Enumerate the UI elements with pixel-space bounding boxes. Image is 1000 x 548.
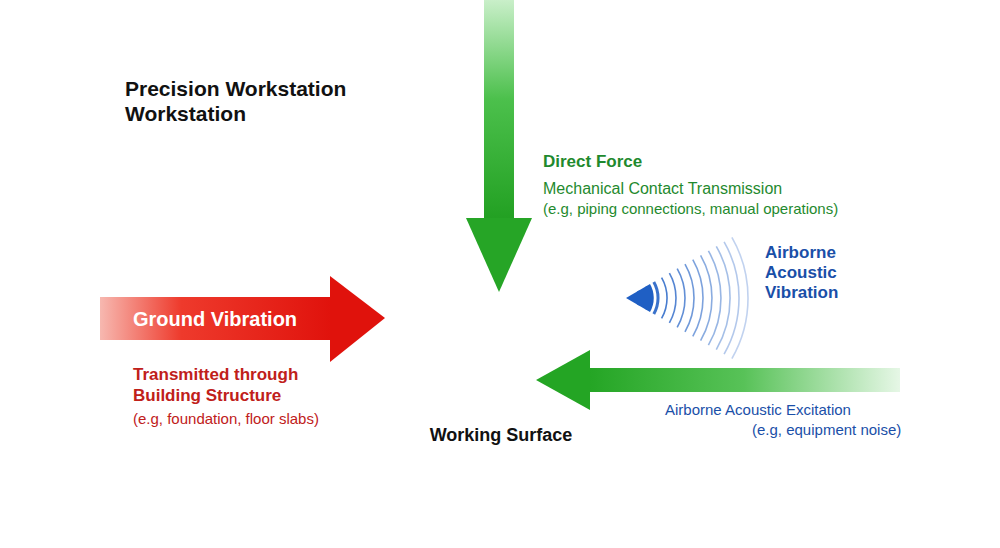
wave-arc bbox=[708, 251, 721, 345]
working-surface-block: Working Surface bbox=[368, 222, 634, 450]
sound-waves bbox=[626, 237, 748, 358]
wave-arc bbox=[685, 264, 694, 332]
acoustic-vibration-label: Airborne Acoustic Vibration bbox=[765, 243, 870, 303]
ground-example: (e.g, foundation, floor slabs) bbox=[133, 410, 319, 428]
wave-arc bbox=[732, 237, 748, 358]
diagram-title: Precision Workstation Workstation bbox=[125, 76, 387, 126]
force-subtitle: Mechanical Contact Transmission bbox=[543, 179, 782, 198]
acoustic-example: (e.g, equipment noise) bbox=[752, 421, 901, 439]
wave-arc bbox=[669, 273, 676, 323]
ground-path-label: Transmitted through Building Structure bbox=[133, 364, 338, 406]
wave-arc bbox=[677, 269, 685, 328]
acoustic-excitation-label: Airborne Acoustic Excitation bbox=[665, 401, 851, 419]
wave-arc bbox=[693, 260, 703, 337]
wave-arc bbox=[662, 278, 667, 319]
wave-arc bbox=[701, 255, 712, 340]
slab-illustration bbox=[368, 222, 634, 424]
direct-force-arrow bbox=[466, 0, 532, 292]
ground-vibration-arrow bbox=[100, 276, 385, 362]
wave-arc bbox=[716, 246, 730, 349]
wave-arc bbox=[724, 242, 739, 354]
ground-vibration-label: Ground Vibration bbox=[133, 307, 297, 331]
force-example: (e.g, piping connections, manual operati… bbox=[543, 200, 838, 218]
wave-source bbox=[626, 284, 654, 312]
node-label: Working Surface bbox=[368, 425, 634, 446]
force-title: Direct Force bbox=[543, 152, 642, 172]
wave-arc bbox=[654, 282, 658, 314]
